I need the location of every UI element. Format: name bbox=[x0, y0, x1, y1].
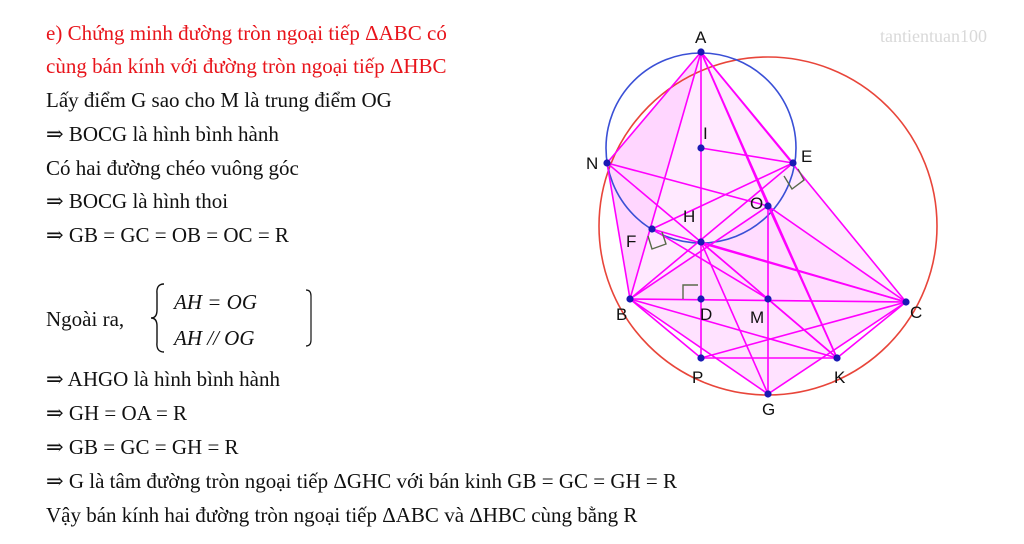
right-angle-D bbox=[682, 284, 698, 299]
label-A: A bbox=[695, 28, 707, 47]
label-O: O bbox=[750, 194, 764, 213]
label-N: N bbox=[586, 154, 599, 173]
point-B bbox=[626, 295, 634, 303]
text-line-5: Có hai đường chéo vuông góc bbox=[46, 156, 299, 180]
text-line-10: ⇒ GB = GC = GH = R bbox=[46, 435, 239, 459]
text-line-11: ⇒ G là tâm đường tròn ngoại tiếp ΔGHC vớ… bbox=[46, 469, 678, 493]
system-row-1: AH = OG bbox=[174, 290, 257, 314]
heading-line-2: cùng bán kính với đường tròn ngoại tiếp … bbox=[46, 54, 447, 78]
text-line-4: ⇒ BOCG là hình bình hành bbox=[46, 122, 279, 146]
label-D: D bbox=[700, 305, 713, 324]
right-angle-F bbox=[647, 231, 667, 250]
point-K bbox=[833, 354, 841, 362]
system-row-2: AH // OG bbox=[174, 326, 255, 350]
system-label: Ngoài ra, bbox=[46, 307, 125, 331]
label-C: C bbox=[910, 303, 923, 322]
right-angle-markers bbox=[647, 168, 805, 299]
point-O bbox=[764, 202, 772, 210]
point-D bbox=[697, 295, 705, 303]
point-I bbox=[697, 144, 705, 152]
left-brace bbox=[150, 283, 165, 353]
label-B: B bbox=[616, 305, 628, 324]
right-bracket bbox=[305, 289, 312, 347]
text-line-8: ⇒ AHGO là hình bình hành bbox=[46, 367, 280, 391]
point-C bbox=[902, 298, 910, 306]
label-F: F bbox=[626, 232, 637, 251]
point-M bbox=[764, 295, 772, 303]
point-A bbox=[697, 48, 705, 56]
point-E bbox=[789, 159, 797, 167]
label-H: H bbox=[683, 207, 696, 226]
text-line-9: ⇒ GH = OA = R bbox=[46, 401, 188, 425]
label-E: E bbox=[801, 147, 813, 166]
text-line-3: Lấy điểm G sao cho M là trung điểm OG bbox=[46, 88, 392, 112]
point-G bbox=[764, 390, 772, 398]
text-line-12: Vậy bán kính hai đường tròn ngoại tiếp Δ… bbox=[46, 503, 638, 527]
text-line-7: ⇒ GB = GC = OB = OC = R bbox=[46, 223, 289, 247]
point-N bbox=[603, 159, 611, 167]
label-G: G bbox=[762, 400, 776, 419]
label-I: I bbox=[703, 124, 708, 143]
point-F bbox=[648, 225, 656, 233]
label-K: K bbox=[834, 368, 846, 387]
label-M: M bbox=[750, 308, 765, 327]
text-line-6: ⇒ BOCG là hình thoi bbox=[46, 189, 229, 213]
heading-line-1: e) Chứng minh đường tròn ngoại tiếp ΔABC… bbox=[46, 21, 447, 45]
points bbox=[603, 48, 910, 398]
point-P bbox=[697, 354, 705, 362]
point-H bbox=[697, 238, 705, 246]
watermark: tantientuan100 bbox=[880, 26, 987, 46]
label-P: P bbox=[692, 368, 704, 387]
right-angle-E bbox=[783, 168, 805, 191]
